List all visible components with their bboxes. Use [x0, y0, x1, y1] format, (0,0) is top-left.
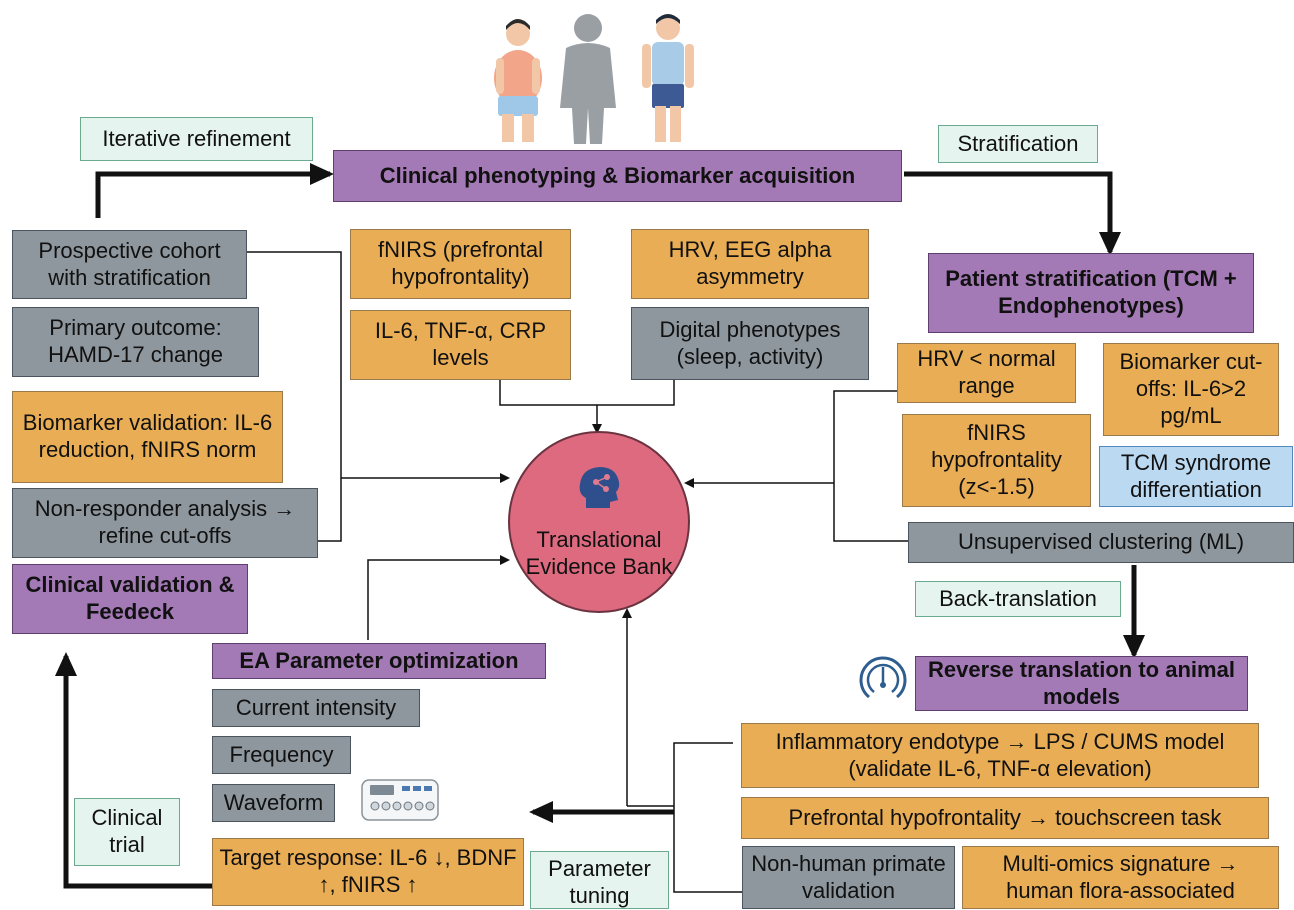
iterative-refinement-label: Iterative refinement	[80, 117, 313, 161]
unsupervised-clustering: Unsupervised clustering (ML)	[908, 522, 1294, 563]
prospective-cohort: Prospective cohort with stratification	[12, 230, 247, 299]
current-intensity: Current intensity	[212, 689, 420, 727]
patient-stratification-title: Patient stratification (TCM + Endophenot…	[928, 253, 1254, 333]
evidence-bank-line1: Translational	[536, 526, 662, 552]
patient-figures-icon	[494, 14, 694, 144]
primary-outcome: Primary outcome: HAMD-17 change	[12, 307, 259, 377]
brain-network-icon	[579, 466, 620, 508]
frequency: Frequency	[212, 736, 351, 774]
hrv-stratum: HRV < normal range	[897, 343, 1076, 403]
waveform: Waveform	[212, 784, 335, 822]
clinical-validation-title: Clinical validation & Feedeck	[12, 564, 248, 634]
hrv-eeg-biomarker: HRV, EEG alpha asymmetry	[631, 229, 869, 299]
translational-evidence-bank: Translational Evidence Bank	[508, 431, 690, 613]
prefrontal-touchscreen-model: Prefrontal hypofrontality → touchscreen …	[741, 797, 1269, 839]
biomarker-validation: Biomarker validation: IL-6 reduction, fN…	[12, 391, 283, 483]
clinical-trial-label: Clinical trial	[74, 798, 180, 866]
fnirs-biomarker: fNIRS (prefrontal hypofrontality)	[350, 229, 571, 299]
digital-phenotypes-biomarker: Digital phenotypes (sleep, activity)	[631, 307, 869, 380]
target-response: Target response: IL-6 ↓, BDNF ↑, fNIRS ↑	[212, 838, 524, 906]
ea-device-icon	[361, 779, 439, 821]
multi-omics-signature: Multi-omics signature → human flora-asso…	[962, 846, 1279, 909]
back-translation-label: Back-translation	[915, 581, 1121, 617]
fnirs-stratum: fNIRS hypofrontality (z<-1.5)	[902, 414, 1091, 507]
stratification-label: Stratification	[938, 125, 1098, 163]
inflammatory-biomarker: IL-6, TNF-α, CRP levels	[350, 310, 571, 380]
evidence-bank-line2: Evidence Bank	[525, 554, 673, 579]
tcm-syndrome: TCM syndrome differentiation	[1099, 446, 1293, 507]
non-responder-analysis: Non-responder analysis → refine cut-offs	[12, 488, 318, 558]
primate-validation: Non-human primate validation	[742, 846, 955, 909]
biomarker-cutoffs: Biomarker cut-offs: IL-6>2 pg/mL	[1103, 343, 1279, 436]
clinical-phenotyping-title: Clinical phenotyping & Biomarker acquisi…	[333, 150, 902, 202]
reverse-translation-title: Reverse translation to animal models	[915, 656, 1248, 711]
gauge-icon	[859, 656, 907, 699]
ea-optimization-title: EA Parameter optimization	[212, 643, 546, 679]
parameter-tuning-label: Parameter tuning	[530, 851, 669, 909]
inflammatory-endotype-model: Inflammatory endotype → LPS / CUMS model…	[741, 723, 1259, 788]
